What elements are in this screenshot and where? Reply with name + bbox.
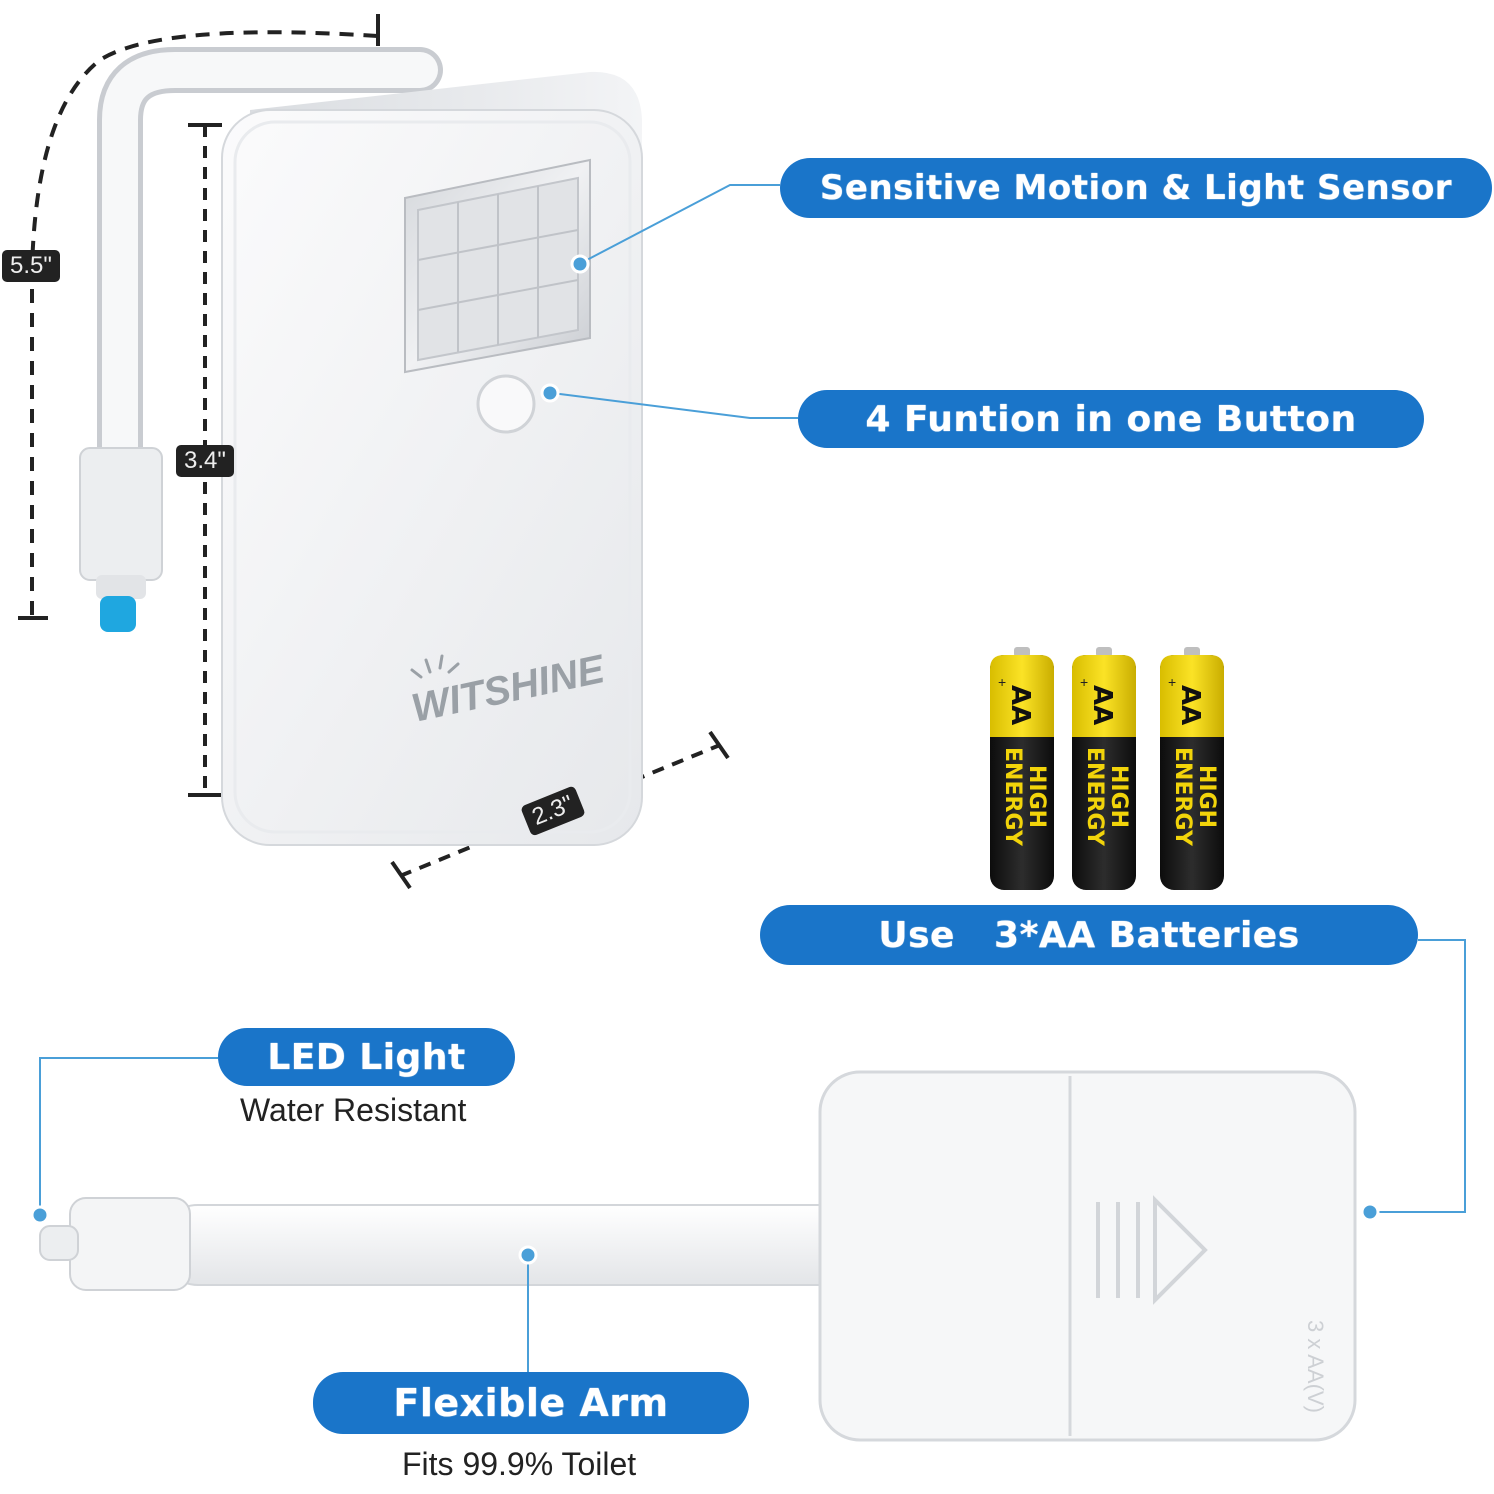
battery-line2-label: ENERGY [1000,747,1025,847]
battery-size-label: AA [1175,685,1205,725]
svg-text:3 x AA(V): 3 x AA(V) [1303,1320,1328,1413]
battery-line1-label: HIGH [1024,765,1049,828]
led-head [69,1197,191,1291]
slide-arrow-icon [1096,1195,1208,1305]
battery-line1-label: HIGH [1106,765,1131,828]
battery-line2-label: ENERGY [1170,747,1195,847]
button-callout: 4 Funtion in one Button [798,390,1424,448]
battery-size-label: AA [1087,685,1117,725]
leader-dots [30,254,1380,1265]
function-button [476,374,536,434]
led-callout-text: LED Light [267,1036,466,1078]
led-subtitle: Water Resistant [240,1092,467,1128]
batteries-callout-text: Use 3*AA Batteries [878,914,1300,956]
leader-lines [39,184,1466,1372]
battery-line2-label: ENERGY [1082,747,1107,847]
arm-subtitle: Fits 99.9% Toilet [402,1446,637,1482]
device-bottom: 3 x AA(V) [39,1070,1357,1442]
led-callout: LED Light [218,1028,515,1086]
battery-line1-label: HIGH [1194,765,1219,828]
batteries-callout: Use 3*AA Batteries [760,905,1418,965]
overall-height-label: 5.5" [2,250,60,282]
device-arm [79,47,443,632]
svg-text:+: + [998,674,1006,690]
led-tip [100,596,136,632]
svg-text:+: + [1168,674,1176,690]
sensor-callout: Sensitive Motion & Light Sensor [780,158,1492,218]
sensor-callout-text: Sensitive Motion & Light Sensor [819,168,1453,208]
battery-case [818,1070,1357,1442]
arm-callout: Flexible Arm [313,1372,749,1434]
motion-sensor-lens [404,158,591,374]
flexible-arm [159,1204,861,1286]
battery-size-label: AA [1005,685,1035,725]
svg-text:+: + [1080,674,1088,690]
button-callout-text: 4 Funtion in one Button [865,398,1357,440]
body-height-label: 3.4" [176,445,234,477]
arm-callout-text: Flexible Arm [393,1381,669,1425]
